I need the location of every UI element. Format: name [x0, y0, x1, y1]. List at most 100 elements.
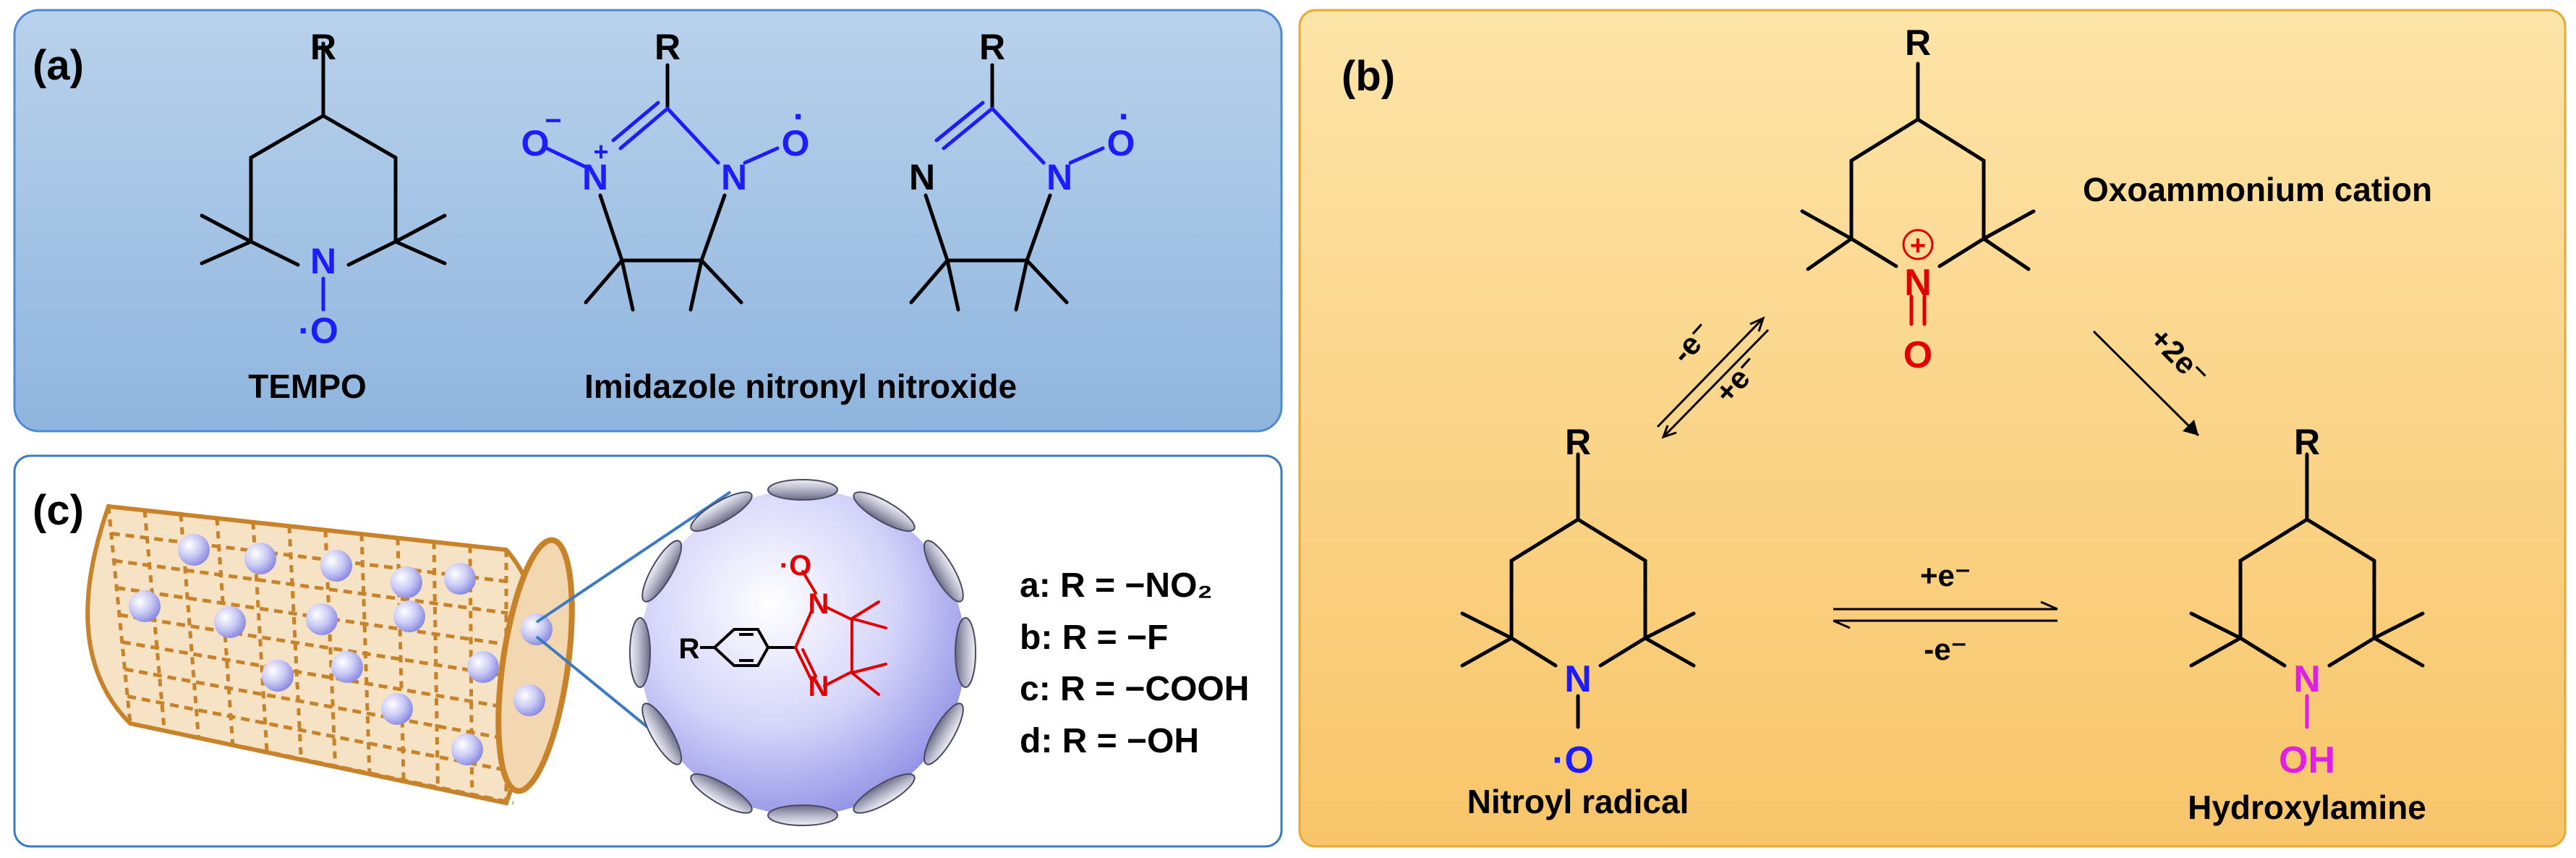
nanotube-sphere [467, 651, 499, 683]
sphere-shell-segment [767, 479, 838, 501]
substituent-a: a: R = −NO₂ [1020, 566, 1213, 605]
nanotube-lattice-line [215, 518, 235, 746]
nitroxyl-r: R [1565, 422, 1591, 462]
arrow-bottom-bottom-label: -e⁻ [1924, 632, 1967, 666]
nn-r: R [654, 27, 681, 67]
panel-b-background [1298, 9, 2567, 848]
sphere-molecule-n-bottom: N [809, 671, 829, 702]
panel-a: (a) R N ·O TEMPO [13, 9, 1283, 433]
nanotube-lattice-line [111, 532, 508, 584]
in-o: O [1107, 123, 1135, 163]
zoom-line-top [535, 490, 732, 624]
sphere-shell-segment [690, 491, 753, 532]
oxoammonium-charge-circle [1902, 229, 1934, 260]
hydroxylamine-structure: R N OH [2189, 422, 2425, 781]
sphere-molecule-o: ·O [780, 550, 811, 582]
nanotube-sphere [521, 613, 553, 645]
nanotube-lattice-line [129, 721, 514, 805]
magnified-sphere: R ·O N N [629, 479, 976, 826]
panel-a-label: (a) [33, 42, 84, 89]
oxoammonium-charge: + [1910, 231, 1926, 261]
in-dot: · [1119, 96, 1131, 137]
sphere-shell-segment [629, 617, 651, 688]
oxoammonium-structure: R + N O [1800, 22, 2036, 376]
sphere-molecule-n-top: N [809, 588, 829, 620]
tempo-caption: TEMPO [248, 368, 367, 405]
substituent-d: d: R = −OH [1020, 722, 1199, 760]
sphere-shell-segment [923, 540, 964, 603]
nitroxyl-caption: Nitroyl radical [1467, 783, 1689, 820]
imino-nitroxide-structure: R N N O · [909, 27, 1135, 312]
nanotube-sphere [393, 600, 425, 632]
in-n-left: N [909, 157, 935, 197]
nanotube-sphere [262, 660, 294, 692]
nn-n-plus: N [582, 157, 608, 197]
carbon-nanotube [85, 504, 575, 806]
substituent-c: c: R = −COOH [1020, 670, 1249, 708]
hydroxylamine-n: N [2293, 658, 2321, 700]
tempo-structure: R N ·O [200, 27, 447, 351]
nanotube-lattice-line [124, 667, 512, 742]
nn-o-minus: O [521, 123, 550, 163]
hydroxylamine-oh: OH [2279, 739, 2335, 781]
nanotube-lattice-line [121, 640, 511, 710]
nn-dot: · [793, 96, 806, 137]
panel-b-label: (b) [1342, 53, 1395, 100]
sphere-shell-segment [853, 773, 916, 814]
sphere-shell-segment [923, 702, 964, 765]
nitronyl-nitroxide-structure: R O − N + N O · [521, 27, 810, 312]
nanotube-sphere [306, 603, 338, 635]
tempo-n: N [310, 241, 336, 281]
nn-n: N [721, 157, 747, 197]
nanotube-sphere [244, 543, 276, 574]
nanotube-sphere [214, 606, 246, 638]
panel-c: (c) [13, 454, 1283, 848]
sphere-shell-segment [641, 702, 683, 765]
nitroxyl-o: ·O [1552, 739, 1594, 781]
nanotube-sphere [391, 566, 422, 598]
nanotube-lattice-line [127, 695, 513, 773]
nanotube-sphere [444, 563, 476, 595]
panel-b: (b) R + N O Oxoammonium cation [1298, 9, 2567, 848]
hydroxylamine-caption: Hydroxylamine [2188, 789, 2426, 826]
panel-c-label: (c) [33, 487, 84, 534]
sphere-shell-segment [641, 540, 683, 603]
tempo-r: R [310, 27, 336, 67]
sphere-shell-segment [955, 617, 976, 688]
nn-plus: + [593, 137, 608, 166]
nanotube-lattice-line [119, 613, 511, 679]
nitroxyl-n: N [1564, 658, 1592, 700]
nanotube-sphere [178, 534, 210, 566]
in-n: N [1046, 157, 1072, 197]
oxoammonium-caption: Oxoammonium cation [2083, 171, 2432, 208]
nanotube-sphere [513, 684, 545, 716]
sphere-shell-segments [629, 479, 976, 826]
arrow-bottom-top-label: +e⁻ [1920, 558, 1971, 592]
nanotube-lattice-line [116, 586, 510, 647]
nitroxyl-radical-structure: R N ·O [1460, 422, 1696, 781]
oxoammonium-n: N [1904, 262, 1932, 304]
hydroxylamine-r: R [2294, 422, 2320, 462]
nanotube-sphere [129, 590, 161, 622]
nn-o: O [782, 123, 810, 163]
sphere-shell-segment [853, 491, 916, 532]
nanotube-sphere [331, 651, 363, 683]
sphere-shell-segment [690, 773, 753, 814]
nn-minus: − [545, 105, 561, 137]
substituent-b: b: R = −F [1020, 619, 1168, 657]
nanotube-lattice-line [179, 514, 201, 739]
equilibrium-arrow-bottom: +e⁻ -e⁻ [1833, 558, 2058, 666]
sphere-molecule-r: R [679, 633, 700, 665]
in-r: R [979, 27, 1005, 67]
oxoammonium-o: O [1903, 334, 1932, 376]
sphere-shell-segment [767, 804, 838, 826]
oxoammonium-r: R [1905, 22, 1931, 63]
imidazole-caption: Imidazole nitronyl nitroxide [584, 368, 1017, 405]
nanotube-sphere [381, 693, 413, 725]
nanotube-lattice-line [108, 504, 507, 552]
nanotube-sphere [320, 550, 352, 582]
nanotube-lattice-line [114, 558, 508, 615]
tempo-o: ·O [298, 310, 338, 351]
nanotube-sphere [451, 734, 483, 765]
